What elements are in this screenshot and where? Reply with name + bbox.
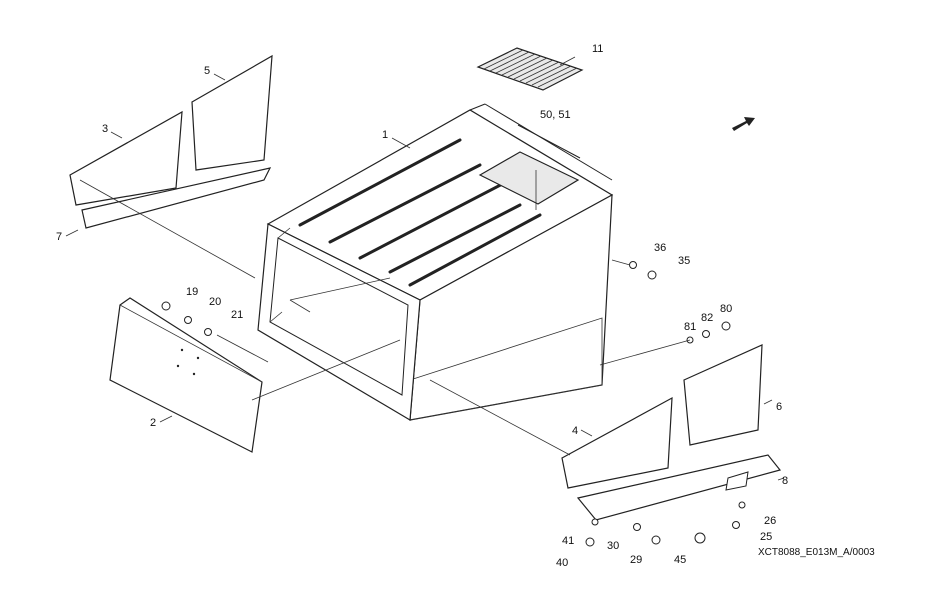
hinge-bar: [517, 124, 581, 159]
callout-80: 80: [720, 303, 732, 315]
callout-36: 36: [654, 242, 666, 254]
front-panel: [109, 297, 263, 453]
callout-41: 41: [562, 535, 574, 547]
callout-7: 7: [56, 231, 62, 243]
canopy-body: [257, 103, 614, 422]
callout-40: 40: [556, 557, 568, 569]
callout-11: 11: [592, 43, 603, 55]
callout-8: 8: [782, 475, 788, 487]
direction-arrow-icon: [732, 117, 755, 131]
callout-5: 5: [204, 65, 210, 77]
right-panel-set: [561, 344, 782, 521]
drawing-code: XCT8088_E013M_A/0003: [758, 547, 875, 558]
callout-labels: 1 2 3 4 5 6 7 8 11 50, 51 19 20 21 36 35…: [56, 43, 788, 569]
callout-45: 45: [674, 554, 686, 566]
callout-30: 30: [607, 540, 619, 552]
callout-20: 20: [209, 296, 221, 308]
callout-21: 21: [231, 309, 243, 321]
callout-50-51: 50, 51: [540, 109, 571, 121]
callout-4: 4: [572, 425, 578, 437]
callout-25: 25: [760, 531, 772, 543]
leader-lines: [65, 56, 785, 481]
left-panel-set: [69, 54, 273, 229]
callout-29: 29: [630, 554, 642, 566]
callout-2: 2: [150, 417, 156, 429]
callout-81: 81: [684, 321, 696, 333]
grille-panel: [476, 47, 584, 91]
callout-19: 19: [186, 286, 198, 298]
callout-26: 26: [764, 515, 776, 527]
hardware-items: [161, 261, 746, 547]
callout-3: 3: [102, 123, 108, 135]
callout-1: 1: [382, 129, 388, 141]
callout-82: 82: [701, 312, 713, 324]
callout-6: 6: [776, 401, 782, 413]
callout-35: 35: [678, 255, 690, 267]
